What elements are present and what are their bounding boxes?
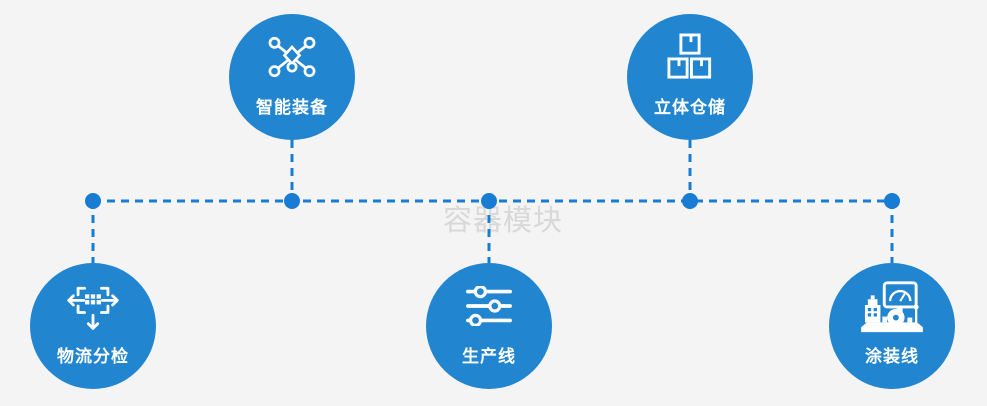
watermark-text: 容器模块 [442,205,563,237]
node-label: 物流分检 [57,347,129,366]
node-label: 涂装线 [865,347,919,366]
junction-dot [284,193,300,209]
node-logistics: 物流分检 [30,263,156,389]
node-label: 智能装备 [256,98,328,117]
stacked-boxes-icon [627,32,753,82]
node-coating-line: 涂装线 [829,263,955,389]
sliders-icon [426,281,552,331]
node-label: 立体仓储 [654,98,726,117]
junction-dot [884,193,900,209]
junction-dot [85,193,101,209]
sort-dispatch-icon [30,281,156,331]
junction-dot [682,193,698,209]
node-label: 生产线 [462,347,516,366]
junction-dot [481,193,497,209]
node-smart-equipment: 智能装备 [229,14,355,140]
node-production: 生产线 [426,263,552,389]
node-warehouse: 立体仓储 [627,14,753,140]
coating-machine-icon [829,281,955,333]
network-nodes-icon [229,32,355,82]
